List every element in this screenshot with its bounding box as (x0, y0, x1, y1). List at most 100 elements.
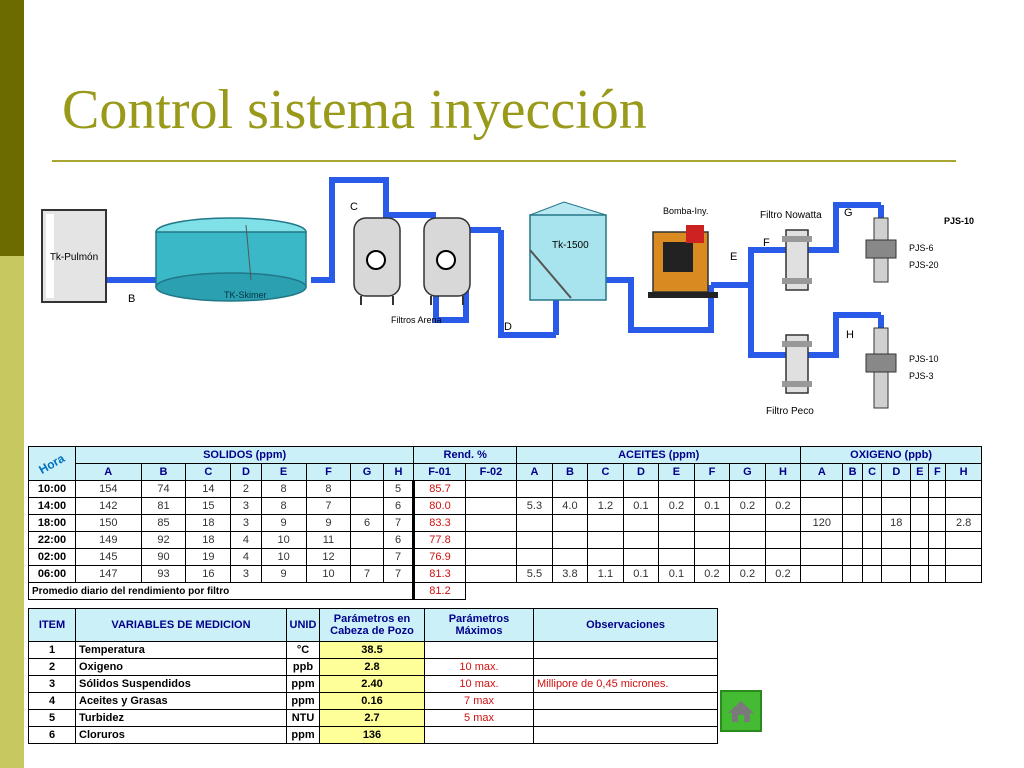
unid-cell: °C (286, 641, 320, 659)
solidos-cell: 4 (230, 531, 262, 549)
oxigeno-cell (910, 480, 930, 498)
solidos-col-header: E (260, 463, 307, 481)
solidos-cell: 7 (382, 514, 415, 532)
solidos-cell: 12 (305, 548, 352, 566)
aceites-cell (551, 531, 589, 549)
home-button[interactable] (720, 690, 762, 732)
rend-cell (464, 548, 518, 566)
rend-col-header: F-01 (413, 463, 466, 481)
sidebar-accent-dark (0, 0, 24, 256)
aceites-cell (764, 548, 802, 566)
oxigeno-cell: 2.8 (945, 514, 982, 532)
hora-cell: 22:00 (28, 531, 76, 549)
oxigeno-cell (861, 565, 883, 583)
aceites-col-header: D (622, 463, 660, 481)
aceites-cell (658, 548, 695, 566)
solidos-cell: 8 (260, 497, 307, 515)
oxigeno-cell (842, 531, 863, 549)
aceites-cell (693, 548, 731, 566)
aceites-cell (693, 480, 731, 498)
solidos-col-header: C (185, 463, 232, 481)
aceites-cell (729, 514, 766, 532)
variable-cell: Cloruros (75, 726, 287, 744)
oxigeno-header: OXIGENO (ppb) (800, 446, 982, 464)
aceites-cell (551, 514, 589, 532)
unid-cell: ppm (286, 692, 320, 710)
obs-cell (533, 658, 718, 676)
oxigeno-cell (910, 497, 930, 515)
obs-cell (533, 692, 718, 710)
aceites-cell (729, 480, 766, 498)
oxigeno-cell (928, 548, 947, 566)
aceites-cell (622, 480, 660, 498)
hora-cell: 18:00 (28, 514, 76, 532)
solidos-cell: 147 (75, 565, 142, 583)
unid-header: UNID (286, 608, 320, 642)
oxigeno-cell (881, 565, 912, 583)
solidos-cell: 6 (382, 497, 415, 515)
variables-header: VARIABLES DE MEDICION (75, 608, 287, 642)
oxigeno-cell (945, 565, 982, 583)
oxigeno-cell (928, 565, 947, 583)
cabeza-pozo-header: Parámetros en Cabeza de Pozo (319, 608, 425, 642)
aceites-cell (622, 548, 660, 566)
solidos-cell: 10 (305, 565, 352, 583)
unid-cell: NTU (286, 709, 320, 727)
tk-1500-label: Tk-1500 (552, 240, 589, 251)
aceites-cell: 1.2 (587, 497, 624, 515)
aceites-col-header: F (693, 463, 731, 481)
hora-header: Hora (28, 446, 76, 481)
aceites-cell (516, 531, 553, 549)
oxigeno-cell (910, 514, 930, 532)
aceites-cell (551, 480, 589, 498)
sidebar-accent-light (0, 256, 24, 768)
max-cell: 10 max. (424, 675, 534, 693)
label-e: E (730, 251, 737, 263)
item-cell: 2 (28, 658, 76, 676)
variable-cell: Oxigeno (75, 658, 287, 676)
oxigeno-cell (928, 531, 947, 549)
solidos-cell: 4 (230, 548, 262, 566)
max-cell: 10 max. (424, 658, 534, 676)
solidos-cell: 90 (140, 548, 187, 566)
item-cell: 3 (28, 675, 76, 693)
filtros-arena-label: Filtros Arena (391, 315, 442, 325)
label-h: H (846, 329, 854, 341)
aceites-col-header: G (729, 463, 766, 481)
solidos-col-header: F (305, 463, 352, 481)
aceites-cell: 0.1 (622, 497, 660, 515)
aceites-cell: 0.1 (622, 565, 660, 583)
valor-cell: 136 (319, 726, 425, 744)
item-cell: 6 (28, 726, 76, 744)
max-cell (424, 726, 534, 744)
aceites-cell (729, 531, 766, 549)
aceites-cell: 0.1 (693, 497, 731, 515)
solidos-cell: 14 (185, 480, 232, 498)
aceites-cell: 0.2 (693, 565, 731, 583)
solidos-cell (350, 480, 384, 498)
solidos-cell: 8 (305, 480, 352, 498)
oxigeno-cell (861, 497, 883, 515)
filtro-nowatta: Filtro Nowatta F (760, 210, 822, 291)
oxigeno-cell (945, 497, 982, 515)
filtros-arena: Filtros Arena (353, 217, 471, 325)
promedio-value: 81.2 (412, 582, 466, 600)
pjs10-label: PJS-10 (909, 354, 939, 364)
variable-cell: Aceites y Grasas (75, 692, 287, 710)
observaciones-header: Observaciones (533, 608, 718, 642)
aceites-cell (658, 531, 695, 549)
solidos-cell (350, 497, 384, 515)
label-c: C (350, 201, 358, 213)
oxigeno-col-header: E (910, 463, 930, 481)
rend-cell: 81.3 (412, 565, 466, 583)
aceites-cell (587, 531, 624, 549)
obs-cell (533, 709, 718, 727)
aceites-cell: 4.0 (551, 497, 589, 515)
label-f: F (763, 237, 770, 249)
obs-cell: Millipore de 0,45 micrones. (533, 675, 718, 693)
aceites-cell (587, 514, 624, 532)
aceites-col-header: E (658, 463, 695, 481)
